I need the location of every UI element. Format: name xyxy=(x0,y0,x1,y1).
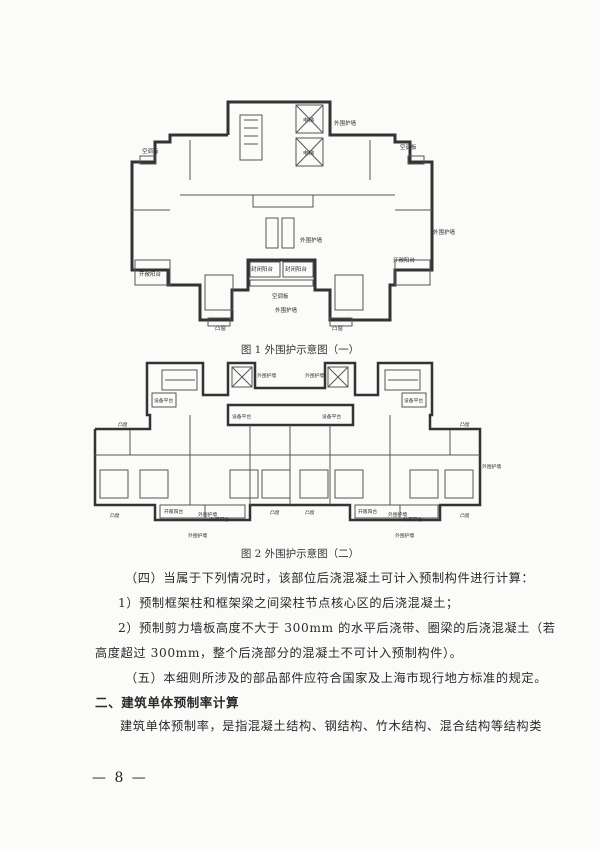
label-equipment-platform: 设备平台 xyxy=(232,413,251,420)
label-outer-wall: 外围护墙 xyxy=(433,228,456,236)
label-bay-window: 凸窗 xyxy=(305,509,315,516)
floor-plan-figure-1: 电梯 电梯 外围护墙 外围护墙 外围护墙 外围护墙 空调板 空调板 空调板 开敞… xyxy=(130,100,456,332)
floor-plan-figure-2: 外围护墙 外围护墙 外围护墙 外围护墙 外围护墙 外围护墙 外围护墙 设备平台 … xyxy=(93,361,501,539)
label-ac-board: 空调板 xyxy=(142,147,159,155)
label-bay-window: 凸窗 xyxy=(460,512,470,519)
paragraph-subitem-2-cont: 高度超过 300mm，整个后浇部分的混凝土不可计入预制构件）。 xyxy=(95,646,463,660)
label-outer-wall: 外围护墙 xyxy=(198,511,217,518)
label-open-balcony: 开敞阳台 xyxy=(164,508,183,515)
label-outer-wall: 外围护墙 xyxy=(275,306,298,314)
label-equipment-platform: 设备平台 xyxy=(404,397,423,404)
label-ac-board: 空调板 xyxy=(400,143,417,151)
label-outer-wall: 外围护墙 xyxy=(300,236,323,244)
label-open-balcony: 开敞阳台 xyxy=(139,270,162,278)
exterior-walls xyxy=(93,361,482,522)
figure-2-caption: 图 2 外围护示意图（二） xyxy=(240,548,360,560)
section-heading: 二、建筑单体预制率计算 xyxy=(95,695,240,710)
paragraph-item-5: （五）本细则所涉及的部品部件应符合国家及上海市现行地方标准的规定。 xyxy=(125,671,547,685)
label-equipment-platform: 设备平台 xyxy=(322,413,341,420)
paragraph-item-4: （四）当属于下列情况时，该部位后浇混凝土可计入预制构件进行计算： xyxy=(125,571,535,585)
page-number: — 8 — xyxy=(92,770,148,786)
label-open-balcony: 开敞阳台 xyxy=(358,508,377,515)
figure-1-labels: 电梯 电梯 外围护墙 外围护墙 外围护墙 外围护墙 空调板 空调板 空调板 开敞… xyxy=(139,116,456,332)
label-bay-window: 凸窗 xyxy=(460,421,470,428)
exterior-walls xyxy=(130,100,434,322)
label-bay-window: 凸窗 xyxy=(270,509,280,516)
label-bay-window: 凸窗 xyxy=(215,324,227,332)
label-outer-wall: 外围护墙 xyxy=(188,532,207,539)
label-outer-wall: 外围护墙 xyxy=(334,119,357,127)
interior-walls xyxy=(132,104,432,327)
figure-1-caption: 图 1 外围护示意图（一） xyxy=(240,344,360,356)
label-outer-wall: 外围护墙 xyxy=(388,511,407,518)
label-closed-balcony: 封闭阳台 xyxy=(210,516,229,523)
label-bay-window: 凸窗 xyxy=(118,421,128,428)
label-equipment-platform: 设备平台 xyxy=(154,397,173,404)
interior-walls xyxy=(95,366,480,519)
label-elevator: 电梯 xyxy=(303,116,315,124)
label-outer-wall: 外围护墙 xyxy=(482,463,501,470)
paragraph-prefab-rate: 建筑单体预制率，是指混凝土结构、钢结构、竹木结构、混合结构等结构类 xyxy=(120,719,542,733)
label-outer-wall: 外围护墙 xyxy=(257,372,276,379)
label-outer-wall: 外围护墙 xyxy=(305,372,324,379)
label-bay-window: 凸窗 xyxy=(332,324,344,332)
label-closed-balcony: 封闭阳台 xyxy=(285,265,308,273)
figure-2-labels: 外围护墙 外围护墙 外围护墙 外围护墙 外围护墙 外围护墙 外围护墙 设备平台 … xyxy=(110,372,501,539)
label-closed-balcony: 封闭阳台 xyxy=(403,516,422,523)
label-outer-wall: 外围护墙 xyxy=(395,532,414,539)
label-closed-balcony: 封闭阳台 xyxy=(251,265,274,273)
paragraph-subitem-2: 2）预制剪力墙板高度不大于 300mm 的水平后浇带、圈梁的后浇混凝土（若 xyxy=(118,621,556,635)
label-bay-window: 凸窗 xyxy=(110,512,120,519)
label-ac-board: 空调板 xyxy=(272,292,289,300)
label-elevator: 电梯 xyxy=(303,149,315,157)
label-open-balcony: 开敞阳台 xyxy=(393,256,416,264)
paragraph-subitem-1: 1）预制框架柱和框架梁之间梁柱节点核心区的后浇混凝土； xyxy=(118,596,459,610)
